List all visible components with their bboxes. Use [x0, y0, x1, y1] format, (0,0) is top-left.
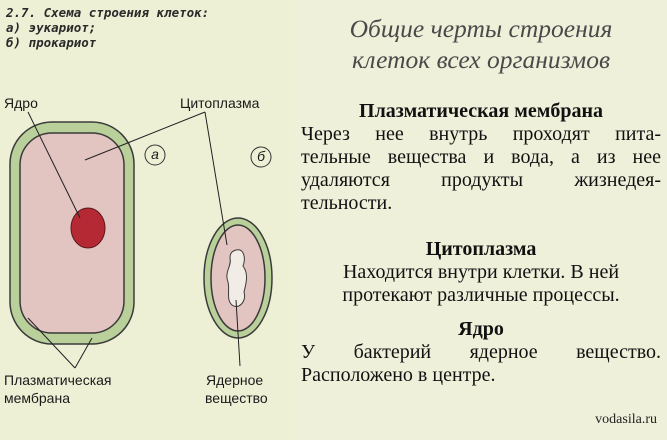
prokaryote-nuclear-material: [226, 249, 247, 307]
eukaryote-nucleus: [70, 207, 106, 249]
nucleus-line-2: Расположено в центре.: [301, 364, 496, 386]
marker-a-circle: [144, 144, 166, 166]
marker-a-label: а: [151, 146, 159, 162]
figure-panel: 2.7. Схема строения клеток: а) эукариот;…: [0, 0, 295, 440]
cytoplasm-title: Цитоплазма: [425, 238, 537, 260]
membrane-title: Плазматическая мембрана: [359, 100, 603, 122]
cytoplasm-line-1: Находится внутри клетки. В ней: [342, 261, 620, 283]
site-watermark: vodasila.ru: [595, 412, 657, 427]
marker-b-circle: [250, 146, 272, 168]
pointer-nuclear-material: [235, 299, 241, 367]
pointer-nucleus: [27, 111, 81, 219]
membrane-line-2: тельные вещества и вода, а из нее: [301, 146, 661, 168]
nucleus-title: Ядро: [458, 318, 504, 340]
label-cytoplasm: Цитоплазма: [180, 95, 260, 111]
cytoplasm-section: Цитоплазма Находится внутри клетки. В не…: [301, 238, 661, 307]
marker-b-label: б: [257, 148, 265, 164]
pointer-membrane-b: [74, 337, 93, 369]
heading-line-1: Общие черты строения: [349, 14, 613, 43]
pointer-membrane-a: [27, 317, 76, 369]
cytoplasm-line-2: протекают различные процессы.: [342, 284, 620, 306]
nucleus-section: Ядро У бактерий ядерное вещество. Распол…: [301, 318, 661, 387]
figure-title-line-1: 2.7. Схема строения клеток:: [6, 5, 210, 20]
pointer-cytoplasm-b: [204, 111, 228, 246]
membrane-line-3: удаляются продукты жизнедея-: [301, 169, 661, 191]
nucleus-line-1: У бактерий ядерное вещество.: [301, 341, 661, 363]
label-membrane-line-2: мембрана: [4, 390, 70, 406]
figure-title-line-2: а) эукариот;: [6, 20, 97, 35]
cell-diagram: [9, 111, 273, 369]
pointer-cytoplasm-a: [84, 111, 206, 161]
figure-title-line-3: б) прокариот: [6, 35, 97, 50]
membrane-line-4: тельности.: [301, 192, 393, 214]
membrane-line-1: Через нее внутрь проходят пита-: [301, 123, 661, 145]
label-nucleus: Ядро: [4, 95, 38, 111]
label-nuclear-line-1: Ядерное: [206, 372, 264, 388]
heading-line-2: клеток всех организмов: [351, 45, 611, 74]
membrane-section: Плазматическая мембрана Через нее внутрь…: [301, 100, 661, 215]
text-panel: Общие черты строения клеток всех организ…: [295, 0, 667, 440]
figure-title: 2.7. Схема строения клеток: а) эукариот;…: [6, 5, 209, 50]
label-nuclear-line-2: вещество: [205, 390, 268, 406]
label-membrane-line-1: Плазматическая: [4, 372, 112, 388]
